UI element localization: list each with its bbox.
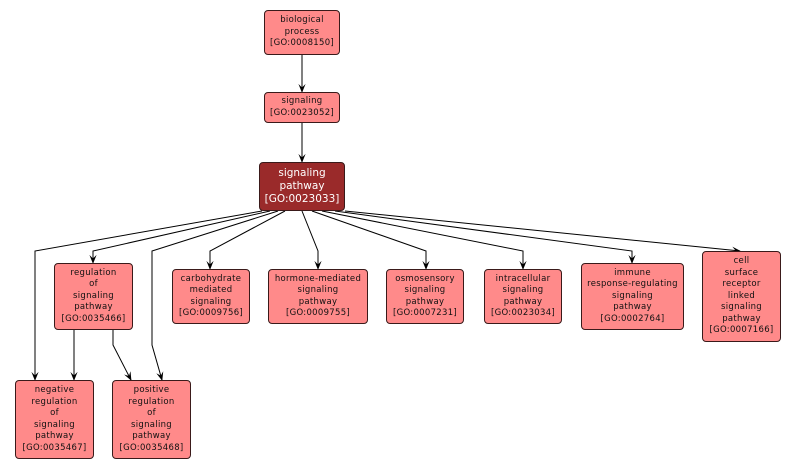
node-label-line: pathway [74, 302, 113, 313]
node-label-line: pathway [279, 180, 325, 192]
node-go-id: [GO:0023034] [490, 308, 556, 318]
node-label-line: signaling [34, 419, 75, 430]
node-label-line: receptor [722, 279, 761, 290]
node-label-line: carbohydrate [180, 273, 242, 284]
node-label-line: pathway [503, 296, 543, 307]
node-label-line: pathway [35, 431, 74, 441]
edge-GO0023033-to-GO0007231 [311, 210, 430, 270]
node-label-line: process [284, 26, 320, 37]
node-label-line: biological [280, 15, 324, 26]
node-label-line: mediated [189, 285, 233, 295]
node-label-line: negative [34, 385, 75, 395]
node-go-id: [GO:0035468] [119, 442, 184, 453]
node-label-line: signaling [404, 285, 446, 295]
edge-GO0023033-to-GO0023034 [321, 210, 527, 270]
node-label-line: regulation [70, 267, 117, 278]
node-label-line: hormone-mediated [274, 273, 362, 284]
edge-GO0023033-to-GO0009755 [301, 210, 322, 270]
edge-GO0023033-to-GO0009756 [206, 210, 286, 270]
edge-GO0023033-to-GO0002764 [334, 210, 636, 264]
edge-GO0023033-to-GO0035467 [31, 210, 263, 381]
node-label-line: signaling [281, 96, 323, 106]
edge-GO0023033-to-GO0035468 [151, 210, 279, 381]
edge-GO0023033-to-GO0035466 [89, 210, 271, 264]
node-label-line: signaling [502, 285, 544, 295]
node-label-line: signaling [721, 302, 762, 313]
node-label-line: signaling [73, 290, 114, 301]
node-label-line: of [147, 408, 156, 418]
node-label-line: signaling [297, 285, 339, 295]
node-label-line: pathway [298, 296, 338, 307]
node-label-line: intracellular [495, 273, 551, 284]
node-go-id: [GO:0002764] [600, 313, 665, 324]
node-label-line: surface [724, 267, 759, 278]
node-label-line: signaling [190, 296, 232, 307]
node-label-line: signaling [612, 290, 653, 301]
node-go-id: [GO:0009756] [178, 308, 244, 318]
node-label-line: immune [614, 267, 651, 278]
node-go-id: [GO:0009755] [285, 308, 351, 318]
node-label-line: pathway [405, 296, 445, 307]
node-label-line: response-regulating [587, 279, 678, 290]
node-label-line: cell [733, 256, 750, 267]
node-label-line: of [50, 408, 59, 418]
node-go-id: [GO:0023052] [269, 107, 335, 118]
node-label-line: pathway [613, 302, 652, 313]
go-term-node-go0023052[interactable]: signaling[GO:0023052] [264, 92, 340, 123]
node-label-line: osmosensory [395, 273, 455, 284]
node-go-id: [GO:0023033] [264, 193, 340, 205]
node-label-line: signaling [131, 419, 172, 430]
node-label-line: of [89, 279, 98, 290]
node-label-line: positive [133, 385, 170, 395]
node-go-id: [GO:0008150] [269, 38, 335, 49]
node-go-id: [GO:0007231] [392, 308, 458, 318]
node-label-line: regulation [31, 396, 78, 407]
node-go-id: [GO:0035466] [61, 313, 126, 324]
node-label-line: signaling [278, 167, 326, 179]
node-go-id: [GO:0007166] [709, 325, 774, 336]
node-label-line: pathway [722, 313, 761, 324]
node-label-line: regulation [128, 396, 175, 407]
edge-GO0023033-to-GO0007166 [344, 210, 741, 254]
edge-GO0035466-to-GO0035468 [112, 330, 132, 381]
node-label-line: linked [727, 290, 756, 301]
node-go-id: [GO:0035467] [22, 442, 87, 453]
node-label-line: pathway [132, 431, 171, 441]
